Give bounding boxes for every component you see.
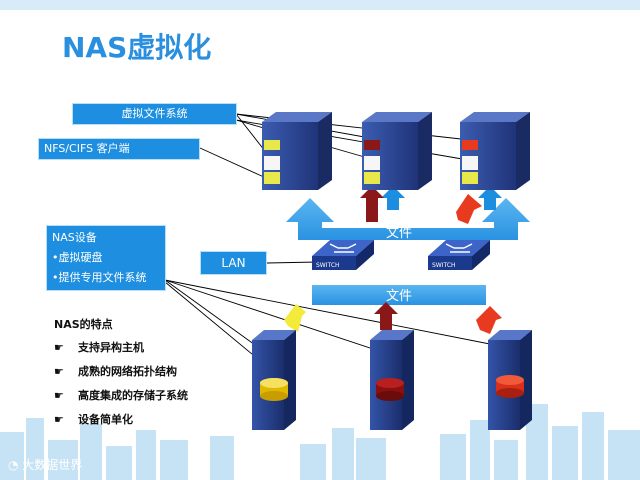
pointing-hand-icon: ☛ xyxy=(54,413,64,426)
nfs-cifs-client-label: NFS/CIFS 客户端 xyxy=(38,138,200,160)
pointing-hand-icon: ☛ xyxy=(54,341,64,354)
arrow-up-red-1 xyxy=(456,194,482,224)
server-top-2 xyxy=(362,112,432,190)
arrow-up-blue-2 xyxy=(478,186,502,210)
nas-features: NAS的特点 ☛支持异构主机 ☛成熟的网络拓扑结构 ☛高度集成的存储子系统 ☛设… xyxy=(54,316,188,435)
switch-right: SWITCH xyxy=(428,240,490,270)
watermark-logo-icon: ◔ xyxy=(8,458,23,472)
pointing-hand-icon: ☛ xyxy=(54,389,64,402)
features-title: NAS的特点 xyxy=(54,318,113,331)
lower-file-band xyxy=(312,285,486,305)
feature-item: ☛成熟的网络拓扑结构 xyxy=(54,365,177,378)
feature-item: ☛高度集成的存储子系统 xyxy=(54,389,188,402)
nas-rack-3 xyxy=(488,330,532,430)
upper-file-band xyxy=(286,198,530,240)
nas-rack-2 xyxy=(370,330,414,430)
nas-device-item-file-system: •提供专用文件系统 xyxy=(52,271,147,284)
switch-right-label: SWITCH xyxy=(432,262,456,269)
pointing-hand-icon: ☛ xyxy=(54,365,64,378)
nas-rack-1 xyxy=(252,330,296,430)
arrow-up-blue-1 xyxy=(381,186,405,210)
upper-band-label: 文件 xyxy=(386,226,412,241)
server-top-3 xyxy=(460,112,530,190)
feature-item: ☛支持异构主机 xyxy=(54,341,144,354)
arrow-up-darkred-2 xyxy=(374,302,398,330)
switch-left: SWITCH xyxy=(312,240,374,270)
server-top-1 xyxy=(262,112,332,190)
nas-device-item-virtual-disk: •虚拟硬盘 xyxy=(52,251,103,264)
switch-left-label: SWITCH xyxy=(316,262,340,269)
nas-device-box: NAS设备 •虚拟硬盘 •提供专用文件系统 xyxy=(46,225,166,291)
arrow-yellow xyxy=(284,304,306,332)
arrow-up-darkred-1 xyxy=(360,186,384,222)
arrow-up-red-2 xyxy=(476,306,502,334)
lan-label: LAN xyxy=(200,251,267,275)
virtual-file-system-label: 虚拟文件系统 xyxy=(72,103,237,125)
feature-item: ☛设备简单化 xyxy=(54,413,133,426)
nas-device-title: NAS设备 xyxy=(52,231,97,244)
page-title: NAS虚拟化 xyxy=(62,31,212,64)
skyline-background xyxy=(0,404,640,480)
arrows xyxy=(284,186,502,334)
watermark: ◔ 大数据世界 xyxy=(8,458,83,472)
lower-band-label: 文件 xyxy=(386,289,412,304)
top-bar xyxy=(0,0,640,10)
